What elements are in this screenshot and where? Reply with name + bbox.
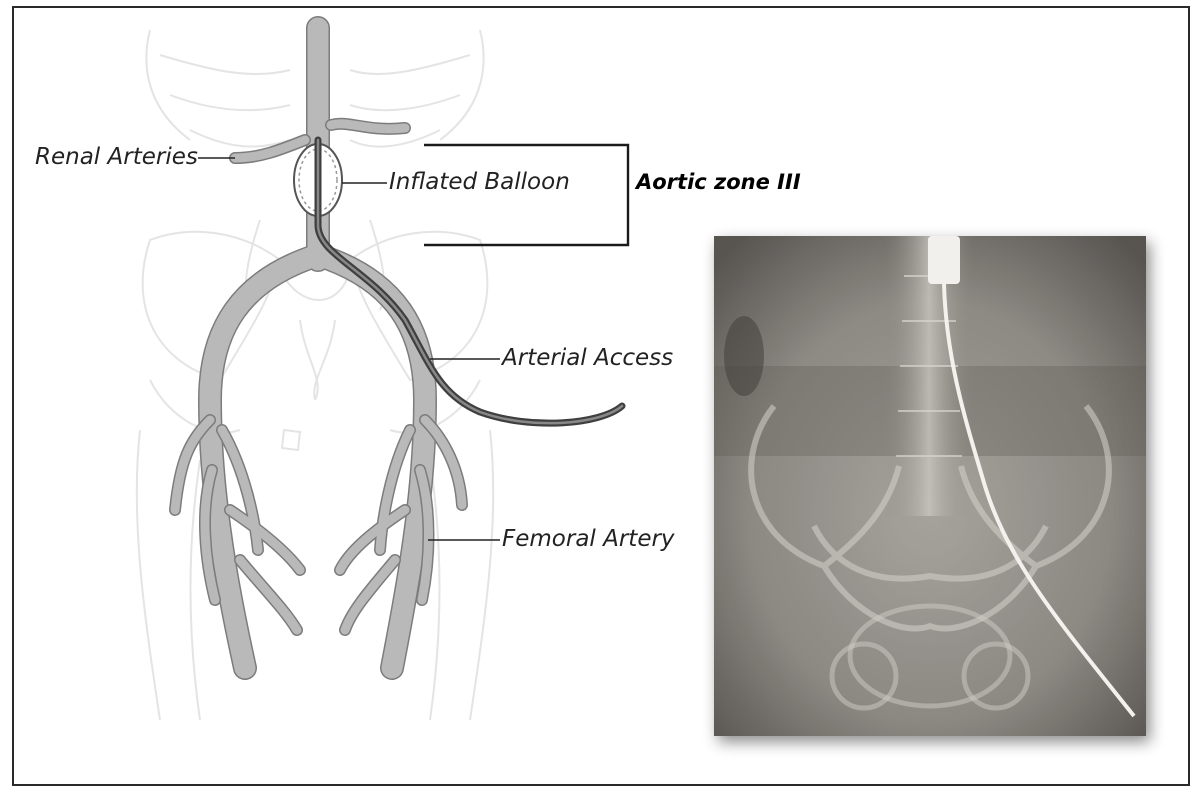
xray-image <box>714 236 1146 736</box>
femoral-artery-label: Femoral Artery <box>502 526 675 552</box>
renal-arteries-label: Renal Arteries <box>35 144 198 170</box>
arterial-access-label: Arterial Access <box>502 345 673 371</box>
xray-graphic <box>714 236 1146 736</box>
inflated-balloon-label: Inflated Balloon <box>389 169 570 195</box>
zone-bracket <box>424 145 628 245</box>
aortic-zone-label: Aortic zone III <box>636 170 801 194</box>
